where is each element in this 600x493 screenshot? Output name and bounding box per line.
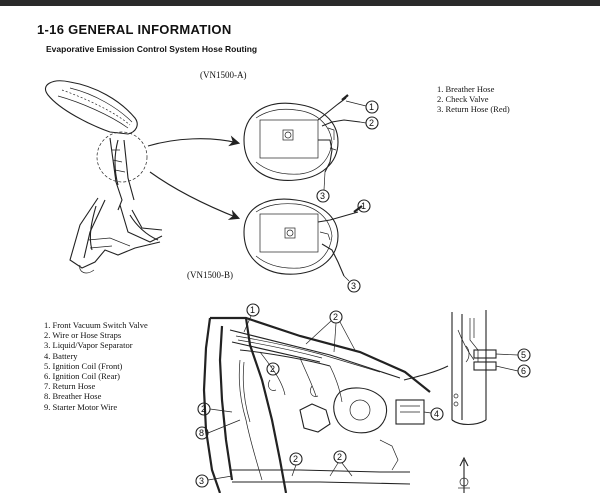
legend-item: 3. Return Hose (Red): [437, 104, 510, 115]
callout-1: 1: [361, 201, 366, 211]
legend-item: 8. Breather Hose: [44, 391, 102, 402]
legend-item: 7. Return Hose: [44, 381, 96, 392]
frame-side-view: [69, 197, 163, 274]
callout-2: 2: [333, 312, 338, 322]
callout-2: 2: [337, 452, 342, 462]
diagram-subtitle: Evaporative Emission Control System Hose…: [46, 44, 258, 54]
frame-callouts: 1 2 2 2 8 4 3 2 2: [195, 303, 444, 488]
callout-3: 3: [351, 281, 356, 291]
legend-item: 3. Liquid/Vapor Separator: [44, 340, 133, 351]
tank-side-view: [44, 80, 148, 211]
callout-2: 2: [201, 404, 206, 414]
model-label-a: (VN1500-A): [200, 70, 247, 80]
callout-2: 2: [270, 364, 275, 374]
tank-a-callouts: 1 2 3: [316, 100, 379, 203]
legend-item: 9. Starter Motor Wire: [44, 401, 118, 412]
legend-item: 6. Ignition Coil (Rear): [44, 371, 121, 382]
bottom-right-detail: [458, 456, 470, 493]
legend-item: 4. Battery: [44, 350, 78, 361]
callout-1: 1: [250, 305, 255, 315]
callout-2: 2: [293, 454, 298, 464]
callout-8: 8: [199, 428, 204, 438]
callout-6: 6: [521, 366, 526, 376]
tank-b-callouts: 1 3: [343, 199, 371, 293]
callout-4: 4: [434, 409, 439, 419]
callout-3: 3: [199, 476, 204, 486]
legend-item: 2. Check Valve: [437, 94, 489, 105]
ignition-coil-detail: 5 6: [451, 310, 531, 426]
section-title: 1-16 GENERAL INFORMATION: [37, 22, 232, 37]
model-label-b: (VN1500-B): [187, 270, 233, 280]
callout-5: 5: [521, 350, 526, 360]
legend-item: 2. Wire or Hose Straps: [44, 330, 122, 341]
tank-a-top-view: [243, 94, 361, 181]
callout-3: 3: [320, 191, 325, 201]
legend-item: 1. Front Vacuum Switch Valve: [44, 320, 148, 330]
callout-2: 2: [369, 118, 374, 128]
arrow-to-model-b: [149, 171, 241, 220]
callout-1: 1: [369, 102, 374, 112]
arrow-to-model-a: [147, 135, 241, 147]
legend-item: 1. Breather Hose: [437, 84, 495, 94]
hose-legend: 1. Breather Hose 2. Check Valve 3. Retur…: [437, 84, 510, 115]
tank-b-top-view: [243, 198, 363, 277]
legend-item: 5. Ignition Coil (Front): [44, 360, 123, 371]
frame-legend: 1. Front Vacuum Switch Valve 2. Wire or …: [44, 320, 148, 412]
frame-wiring-view: [202, 316, 449, 493]
top-border: [0, 0, 600, 6]
